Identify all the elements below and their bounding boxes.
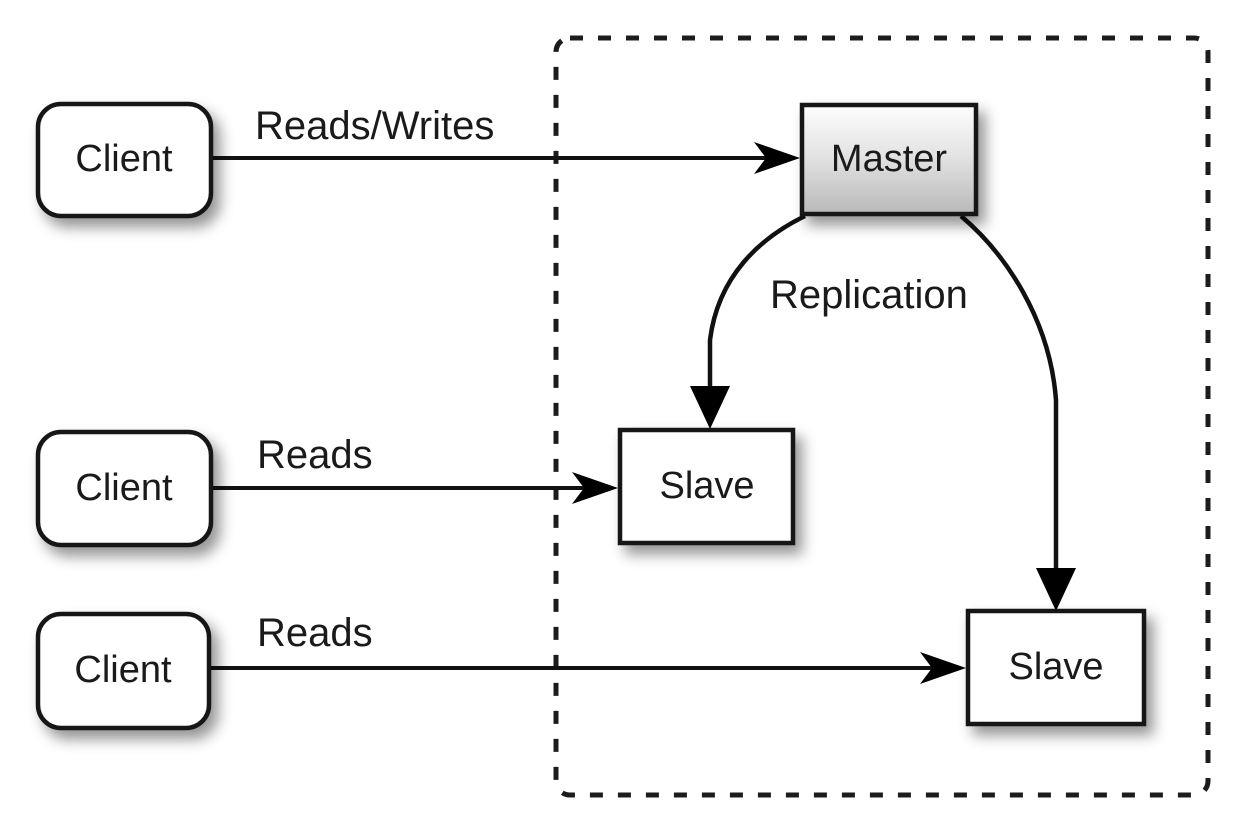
slave-top-shape[interactable] <box>617 427 796 546</box>
edge-master-to-slave-top-replication <box>690 213 806 429</box>
edge-client-top-to-master <box>211 142 800 174</box>
arrowhead-into-master <box>754 142 800 174</box>
client-top-shape[interactable] <box>35 101 214 219</box>
master-shape[interactable] <box>799 102 979 217</box>
curve-line-replication-right <box>959 214 1059 582</box>
edge-client-bottom-to-slave-bottom <box>209 652 966 684</box>
node-client-top[interactable]: Client <box>35 101 214 219</box>
edge-label-reads-bottom: Reads <box>257 611 373 655</box>
client-bottom-label: Client <box>74 649 172 691</box>
edge-label-replication: Replication <box>770 273 968 317</box>
slave-top-label: Slave <box>659 465 754 507</box>
curve-line-replication-left <box>707 213 806 398</box>
node-master[interactable]: Master <box>799 102 979 217</box>
arrowhead-replication-into-slave-bottom <box>1036 568 1076 611</box>
edge-label-reads-writes: Reads/Writes <box>255 104 494 148</box>
node-client-middle[interactable]: Client <box>35 429 214 548</box>
client-bottom-shape[interactable] <box>35 611 212 731</box>
slave-bottom-shape[interactable] <box>965 608 1147 727</box>
arrowhead-into-slave-top <box>572 472 618 504</box>
edge-master-to-slave-bottom-replication <box>959 214 1076 611</box>
node-client-bottom[interactable]: Client <box>35 611 212 731</box>
database-cluster-boundary <box>553 35 1211 798</box>
slave-bottom-label: Slave <box>1008 646 1103 688</box>
client-middle-label: Client <box>75 467 173 509</box>
client-top-label: Client <box>75 138 173 180</box>
arrowhead-replication-into-slave-top <box>690 386 730 429</box>
edge-label-reads-middle: Reads <box>257 433 373 477</box>
client-middle-shape[interactable] <box>35 429 214 548</box>
node-slave-top[interactable]: Slave <box>617 427 796 546</box>
master-label: Master <box>831 138 947 180</box>
arrowhead-into-slave-bottom <box>920 652 966 684</box>
edge-client-middle-to-slave-top <box>211 472 618 504</box>
node-slave-bottom[interactable]: Slave <box>965 608 1147 727</box>
